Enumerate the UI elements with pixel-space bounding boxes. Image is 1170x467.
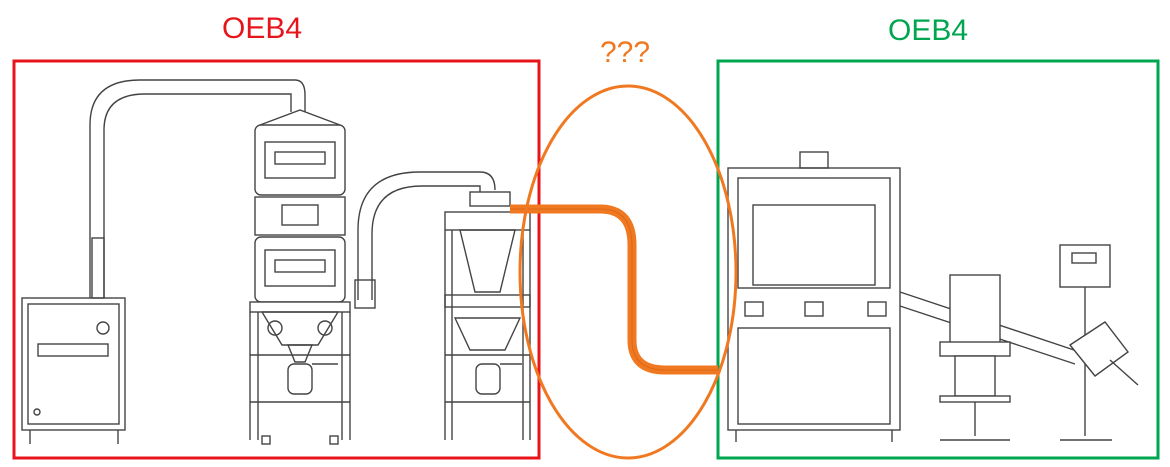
suction-hose-1 xyxy=(89,79,306,299)
metal-detector-stand xyxy=(1059,244,1139,441)
right-zone-label: OEB4 xyxy=(888,14,969,47)
transfer-zone-ellipse xyxy=(518,84,738,460)
tablet-press xyxy=(727,151,901,442)
cyclone-separator xyxy=(444,191,531,440)
left-containment-zone-box xyxy=(12,59,541,460)
vacuum-receiver-stack xyxy=(249,109,351,445)
deduster-conveyor xyxy=(899,274,1081,441)
tablet-press-line xyxy=(727,151,1139,442)
right-containment-zone-box xyxy=(716,59,1160,460)
suction-hose-2 xyxy=(354,171,496,309)
left-zone-label: OEB4 xyxy=(222,12,303,45)
transfer-zone-label: ??? xyxy=(600,36,651,69)
vacuum-conveying-system xyxy=(21,79,531,445)
transfer-tube xyxy=(510,204,718,375)
control-cabinet xyxy=(21,297,126,444)
